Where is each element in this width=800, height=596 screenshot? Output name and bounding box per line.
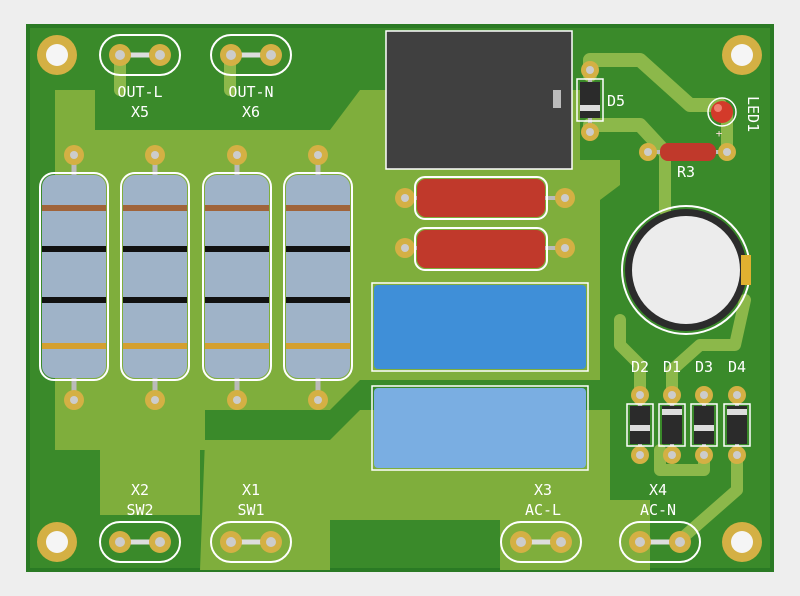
- label-led1: LED1: [744, 96, 762, 132]
- mounting-hole: [722, 522, 762, 562]
- label-d2: D2: [631, 358, 649, 376]
- relay: [385, 30, 573, 170]
- diode-d2: [626, 386, 654, 464]
- label-d3: D3: [695, 358, 713, 376]
- power-resistor: [283, 145, 353, 410]
- label-x2-name: SW2: [126, 501, 153, 519]
- connector-x1: [210, 521, 292, 563]
- mounting-hole: [37, 522, 77, 562]
- red-capacitor: [395, 227, 575, 271]
- label-x3-ref: X3: [534, 481, 552, 499]
- diode-d3: [690, 386, 718, 464]
- diode-d5: [576, 61, 604, 141]
- electrolytic-capacitor: [621, 205, 751, 335]
- power-resistor: [202, 145, 272, 410]
- label-x6-name: OUT-N: [228, 83, 273, 101]
- label-d5: D5: [607, 92, 625, 110]
- connector-x2: [99, 521, 181, 563]
- power-resistor: [39, 145, 109, 410]
- label-d4: D4: [728, 358, 746, 376]
- connector-x5: [99, 34, 181, 76]
- mounting-holes: [37, 35, 762, 562]
- resistor-bank: [39, 145, 353, 410]
- silkscreen-labels: OUT-L X5 OUT-N X6 X2 SW2 X1 SW1 X3 AC-L …: [117, 83, 762, 519]
- label-x2-ref: X2: [131, 481, 149, 499]
- label-x4-ref: X4: [649, 481, 667, 499]
- label-d1: D1: [663, 358, 681, 376]
- blue-capacitor: [371, 385, 589, 471]
- label-r3: R3: [677, 163, 695, 181]
- mounting-hole: [722, 35, 762, 75]
- diode-d4: [723, 386, 751, 464]
- connector-x3: [500, 521, 582, 563]
- label-x5-name: OUT-L: [117, 83, 162, 101]
- red-capacitor: [395, 176, 575, 220]
- blue-capacitor: [371, 282, 589, 372]
- led: [707, 97, 737, 127]
- connector-x6: [210, 34, 292, 76]
- power-resistor: [120, 145, 190, 410]
- label-x1-name: SW1: [237, 501, 264, 519]
- diode-d1: [658, 386, 686, 464]
- connector-x4: [619, 521, 701, 563]
- label-x5-ref: X5: [131, 103, 149, 121]
- label-x4-name: AC-N: [640, 501, 676, 519]
- label-x1-ref: X1: [242, 481, 260, 499]
- label-x3-name: AC-L: [525, 501, 561, 519]
- label-x6-ref: X6: [242, 103, 260, 121]
- resistor-r3: [639, 143, 736, 161]
- label-led-plus: +: [716, 127, 723, 140]
- mounting-hole: [37, 35, 77, 75]
